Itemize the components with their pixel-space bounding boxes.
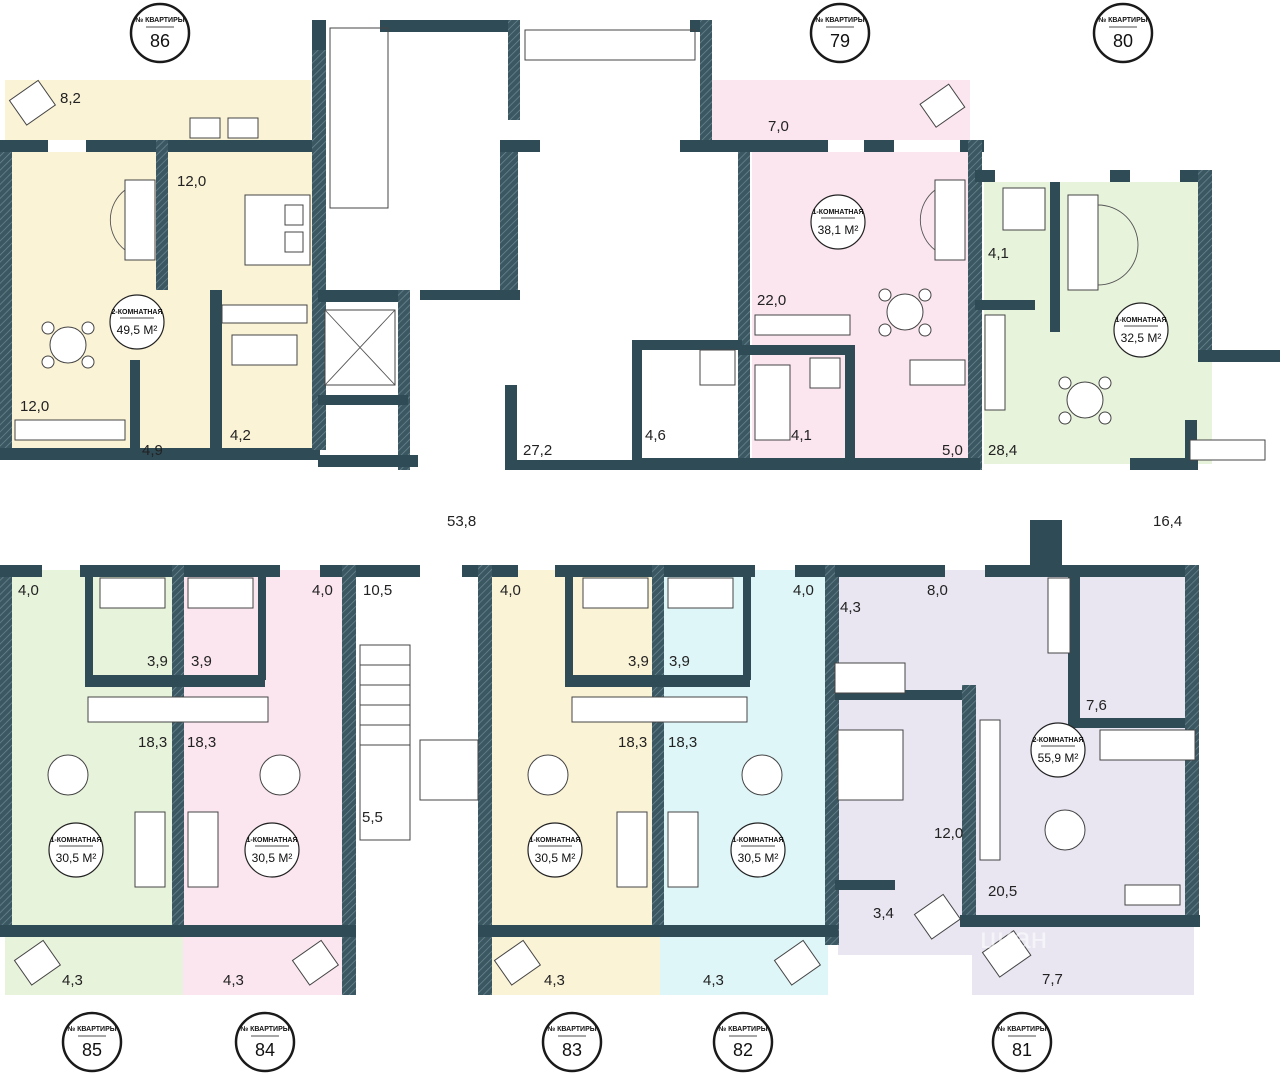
- svg-text:№ КВАРТИРЫ: № КВАРТИРЫ: [815, 16, 864, 24]
- badge-79: № КВАРТИРЫ 79: [809, 2, 871, 64]
- svg-text:№ КВАРТИРЫ: № КВАРТИРЫ: [718, 1025, 767, 1033]
- label-a85-living: 18,3: [138, 734, 167, 751]
- svg-text:80: 80: [1113, 31, 1133, 51]
- apt-83-fill: [492, 570, 660, 995]
- label-a83-living: 18,3: [618, 734, 647, 751]
- label-a84-balcony: 4,3: [223, 972, 244, 989]
- label-a80-living: 28,4: [988, 442, 1017, 459]
- svg-text:81: 81: [1012, 1040, 1032, 1060]
- walls: [0, 20, 1280, 995]
- label-a82-hall: 4,0: [793, 582, 814, 599]
- svg-text:30,5 М²: 30,5 М²: [535, 851, 576, 865]
- svg-text:85: 85: [82, 1040, 102, 1060]
- svg-text:№ КВАРТИРЫ: № КВАРТИРЫ: [135, 16, 184, 24]
- label-a82-balcony: 4,3: [703, 972, 724, 989]
- label-a86-hall: 4,9: [142, 442, 163, 459]
- label-a81-bath: 4,3: [840, 599, 861, 616]
- watermark: циан: [980, 922, 1047, 955]
- svg-text:№ КВАРТИРЫ: № КВАРТИРЫ: [67, 1025, 116, 1033]
- label-a81-bedroom: 12,0: [934, 825, 963, 842]
- svg-text:1-КОМНАТНАЯ: 1-КОМНАТНАЯ: [813, 209, 864, 216]
- badge-80: № КВАРТИРЫ 80: [1092, 2, 1154, 64]
- bottom-fixtures: [13, 577, 822, 986]
- info-83: 1-КОМНАТНАЯ 30,5 М²: [527, 822, 583, 878]
- badge-83: № КВАРТИРЫ 83: [541, 1011, 603, 1073]
- room-area-labels: 8,2 12,0 12,0 4,9 4,2 7,0 22,0 4,1 5,0 4…: [18, 90, 1182, 989]
- info-86: 2-КОМНАТНАЯ 49,5 М²: [109, 294, 165, 350]
- label-a81-hall: 8,0: [927, 582, 948, 599]
- svg-text:86: 86: [150, 31, 170, 51]
- label-a84-living: 18,3: [187, 734, 216, 751]
- svg-text:1-КОМНАТНАЯ: 1-КОМНАТНАЯ: [51, 837, 102, 844]
- svg-text:32,5 М²: 32,5 М²: [1121, 331, 1162, 345]
- label-a79-hall: 5,0: [942, 442, 963, 459]
- furniture: [8, 27, 1266, 986]
- label-a82-bath: 3,9: [669, 653, 690, 670]
- svg-text:30,5 М²: 30,5 М²: [252, 851, 293, 865]
- label-a83-bath: 3,9: [628, 653, 649, 670]
- info-81: 2-КОМНАТНАЯ 55,9 М²: [1030, 722, 1086, 778]
- label-lobby-wc: 4,6: [645, 427, 666, 444]
- svg-text:55,9 М²: 55,9 М²: [1038, 751, 1079, 765]
- info-80: 1-КОМНАТНАЯ 32,5 М²: [1113, 302, 1169, 358]
- svg-text:49,5 М²: 49,5 М²: [117, 323, 158, 337]
- label-a86-living: 12,0: [20, 398, 49, 415]
- label-a85-hall: 4,0: [18, 582, 39, 599]
- label-a80-bath: 4,1: [988, 245, 1009, 262]
- label-a85-bath: 3,9: [147, 653, 168, 670]
- svg-text:30,5 М²: 30,5 М²: [738, 851, 779, 865]
- svg-text:82: 82: [733, 1040, 753, 1060]
- badge-82: № КВАРТИРЫ 82: [712, 1011, 774, 1073]
- svg-text:1-КОМНАТНАЯ: 1-КОМНАТНАЯ: [530, 837, 581, 844]
- label-a86-bedroom: 12,0: [177, 173, 206, 190]
- svg-text:38,1 М²: 38,1 М²: [818, 223, 859, 237]
- label-corridor-east: 16,4: [1153, 513, 1182, 530]
- badge-84: № КВАРТИРЫ 84: [234, 1011, 296, 1073]
- label-stair-hall: 10,5: [363, 582, 392, 599]
- label-a82-living: 18,3: [668, 734, 697, 751]
- badge-86: № КВАРТИРЫ 86: [129, 2, 191, 64]
- label-a81-closet: 3,4: [873, 905, 894, 922]
- svg-text:1-КОМНАТНАЯ: 1-КОМНАТНАЯ: [1116, 317, 1167, 324]
- svg-text:84: 84: [255, 1040, 275, 1060]
- label-a81-storage: 7,6: [1086, 697, 1107, 714]
- info-79: 1-КОМНАТНАЯ 38,1 М²: [810, 194, 866, 250]
- label-a81-balcony: 7,7: [1042, 971, 1063, 988]
- svg-text:1-КОМНАТНАЯ: 1-КОМНАТНАЯ: [733, 837, 784, 844]
- apartment-info: 2-КОМНАТНАЯ 49,5 М² 1-КОМНАТНАЯ 38,1 М² …: [48, 194, 1169, 878]
- label-a86-bath: 4,2: [230, 427, 251, 444]
- svg-text:№ КВАРТИРЫ: № КВАРТИРЫ: [997, 1025, 1046, 1033]
- label-a79-living: 22,0: [757, 292, 786, 309]
- svg-text:30,5 М²: 30,5 М²: [56, 851, 97, 865]
- svg-text:1-КОМНАТНАЯ: 1-КОМНАТНАЯ: [247, 837, 298, 844]
- info-82: 1-КОМНАТНАЯ 30,5 М²: [730, 822, 786, 878]
- label-a79-bath: 4,1: [791, 427, 812, 444]
- label-a83-balcony: 4,3: [544, 972, 565, 989]
- label-lobby: 27,2: [523, 442, 552, 459]
- badge-85: № КВАРТИРЫ 85: [61, 1011, 123, 1073]
- label-a81-living: 20,5: [988, 883, 1017, 900]
- label-a83-hall: 4,0: [500, 582, 521, 599]
- svg-text:2-КОМНАТНАЯ: 2-КОМНАТНАЯ: [112, 309, 163, 316]
- label-a85-balcony: 4,3: [62, 972, 83, 989]
- label-corridor: 53,8: [447, 513, 476, 530]
- label-stair: 5,5: [362, 809, 383, 826]
- apartment-badges: № КВАРТИРЫ 86 № КВАРТИРЫ 79 № КВАРТИРЫ 8…: [61, 2, 1154, 1073]
- svg-text:№ КВАРТИРЫ: № КВАРТИРЫ: [547, 1025, 596, 1033]
- svg-text:79: 79: [830, 31, 850, 51]
- label-a79-balcony: 7,0: [768, 118, 789, 135]
- label-a84-bath: 3,9: [191, 653, 212, 670]
- svg-text:2-КОМНАТНАЯ: 2-КОМНАТНАЯ: [1033, 737, 1084, 744]
- info-85: 1-КОМНАТНАЯ 30,5 М²: [48, 822, 104, 878]
- apt-86-balcony-fill: [5, 80, 311, 140]
- label-a84-hall: 4,0: [312, 582, 333, 599]
- label-a86-balcony: 8,2: [60, 90, 81, 107]
- svg-text:№ КВАРТИРЫ: № КВАРТИРЫ: [1098, 16, 1147, 24]
- info-84: 1-КОМНАТНАЯ 30,5 М²: [244, 822, 300, 878]
- apt-85-fill: [5, 570, 183, 995]
- svg-text:№ КВАРТИРЫ: № КВАРТИРЫ: [240, 1025, 289, 1033]
- svg-text:83: 83: [562, 1040, 582, 1060]
- badge-81: № КВАРТИРЫ 81: [991, 1011, 1053, 1073]
